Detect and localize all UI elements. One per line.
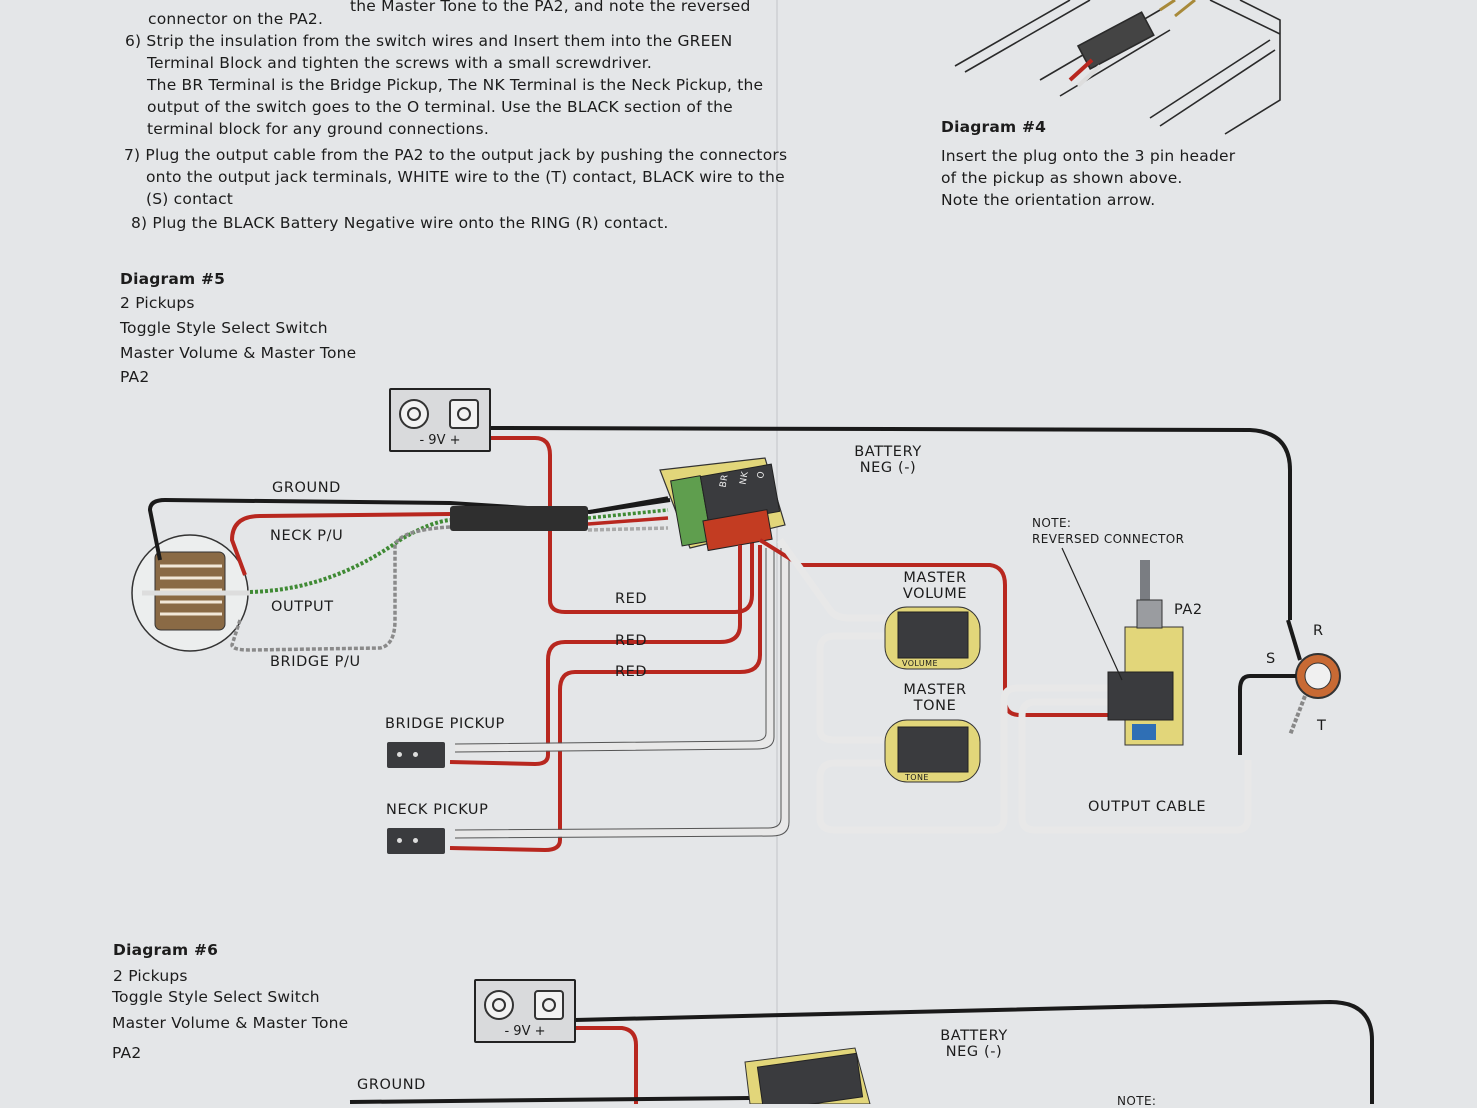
neck-pu-wire [229, 512, 451, 576]
master-tone-label-line: MASTER [903, 682, 967, 698]
toggle-switch [131, 534, 250, 652]
bridge-pu-wire [230, 525, 451, 652]
master-volume-label-line: VOLUME [902, 586, 968, 602]
diagram6-subtitle: Master Volume & Master Tone [112, 1014, 349, 1032]
master-tone-pot [884, 719, 981, 783]
bridge-pickup-label: BRIDGE PICKUP [385, 716, 505, 732]
diagram6-subtitle: Toggle Style Select Switch [112, 988, 320, 1006]
diagram5-subtitle: 2 Pickups [120, 294, 195, 312]
battery-terminal-icon [534, 990, 564, 1020]
note-label: NOTE: [1032, 516, 1072, 530]
bridge-pickup-plug [387, 742, 445, 768]
battery-label: - 9V + [504, 1024, 546, 1039]
jack-tip-label: T [1317, 718, 1327, 734]
volume-board-label: VOLUME [902, 659, 938, 668]
ground-label: GROUND [272, 480, 341, 496]
battery-terminal-icon [399, 399, 429, 429]
battery-terminal-icon [484, 990, 514, 1020]
red-wire-label: RED [615, 591, 648, 607]
terminal-block [659, 457, 786, 552]
instruction-line: Terminal Block and tighten the screws wi… [147, 54, 652, 72]
pa2-board [1107, 560, 1184, 746]
red-wire-2 [449, 545, 762, 853]
instruction-line-fragment: the Master Tone to the PA2, and note the… [350, 0, 751, 15]
red-wire-1 [449, 545, 742, 767]
instruction-line: (S) contact [146, 190, 234, 208]
diagram4-caption: Insert the plug onto the 3 pin header [941, 147, 1236, 165]
pickup-signal-wires [454, 548, 789, 838]
diagram4-caption: Note the orientation arrow. [941, 191, 1156, 209]
output-cable-label: OUTPUT CABLE [1088, 799, 1207, 815]
diagram6-terminal-block [744, 1047, 871, 1104]
diagram5-subtitle: PA2 [120, 368, 150, 386]
jack-ring-label: R [1313, 623, 1324, 639]
instruction-line: output of the switch goes to the O termi… [147, 98, 733, 116]
neck-pickup-plug [387, 828, 445, 854]
diagram4-caption: of the pickup as shown above. [941, 169, 1183, 187]
output-wire [249, 518, 451, 594]
diagram6-ground-label: GROUND [357, 1077, 426, 1093]
battery-neg-label-line: BATTERY [940, 1028, 1008, 1044]
master-tone-label: MASTER TONE [895, 682, 975, 714]
instruction-line: terminal block for any ground connection… [147, 120, 489, 138]
battery-neg-label: BATTERY NEG (-) [848, 444, 928, 476]
master-volume-label: MASTER VOLUME [895, 570, 975, 602]
output-label: OUTPUT [271, 599, 334, 615]
battery-neg-label-line: NEG (-) [945, 1044, 1003, 1060]
instruction-line: connector on the PA2. [148, 10, 324, 28]
bridge-pu-label: BRIDGE P/U [270, 654, 361, 670]
diagram6-battery-neg-label: BATTERY NEG (-) [934, 1028, 1014, 1060]
battery-label: - 9V + [419, 433, 461, 448]
reversed-connector-pointer [1061, 547, 1123, 681]
diagram5-title: Diagram #5 [120, 270, 226, 288]
diagram6-subtitle: 2 Pickups [113, 967, 188, 985]
diagram6-battery-positive-wire [575, 1026, 638, 1104]
battery-negative-wire [489, 426, 1292, 620]
red-wire-label: RED [615, 664, 648, 680]
instruction-step-7: 7) Plug the output cable from the PA2 to… [124, 146, 788, 164]
diagram6-battery-9v: - 9V + [474, 979, 576, 1043]
instruction-step-6: 6) Strip the insulation from the switch … [125, 32, 733, 50]
diagram6-ground-wire [349, 1096, 751, 1104]
battery-neg-label-line: BATTERY [854, 444, 922, 460]
diagram6-battery-negative-wire [574, 999, 1374, 1104]
red-wire-label: RED [615, 633, 648, 649]
diagram6-title: Diagram #6 [113, 941, 219, 959]
diagram6-subtitle: PA2 [112, 1044, 142, 1062]
heat-shrink-tube [450, 506, 588, 531]
diagram4-drawing [954, 0, 1281, 135]
battery-positive-wire [490, 436, 754, 614]
master-volume-label-line: MASTER [903, 570, 967, 586]
reversed-connector-label: REVERSED CONNECTOR [1032, 532, 1185, 546]
diagram4-title: Diagram #4 [941, 118, 1047, 136]
instruction-line: onto the output jack terminals, WHITE wi… [146, 168, 785, 186]
pa2-label: PA2 [1174, 602, 1203, 618]
tone-board-label: TONE [905, 773, 929, 782]
output-jack [1238, 619, 1341, 755]
terminal-o-label: O [756, 470, 768, 480]
instruction-step-8: 8) Plug the BLACK Battery Negative wire … [131, 214, 669, 232]
ground-wire [147, 497, 671, 561]
neck-pu-label: NECK P/U [270, 528, 344, 544]
battery-neg-label-line: NEG (-) [859, 460, 917, 476]
master-tone-label-line: TONE [913, 698, 957, 714]
diagram6-note-label: NOTE: [1117, 1094, 1157, 1108]
diagram5-subtitle: Master Volume & Master Tone [120, 344, 357, 362]
battery-9v: - 9V + [389, 388, 491, 452]
diagram5-subtitle: Toggle Style Select Switch [120, 319, 328, 337]
instruction-line: The BR Terminal is the Bridge Pickup, Th… [147, 76, 764, 94]
neck-pickup-label: NECK PICKUP [386, 802, 489, 818]
master-volume-pot [884, 606, 981, 670]
jack-sleeve-label: S [1266, 651, 1276, 667]
battery-terminal-icon [449, 399, 479, 429]
